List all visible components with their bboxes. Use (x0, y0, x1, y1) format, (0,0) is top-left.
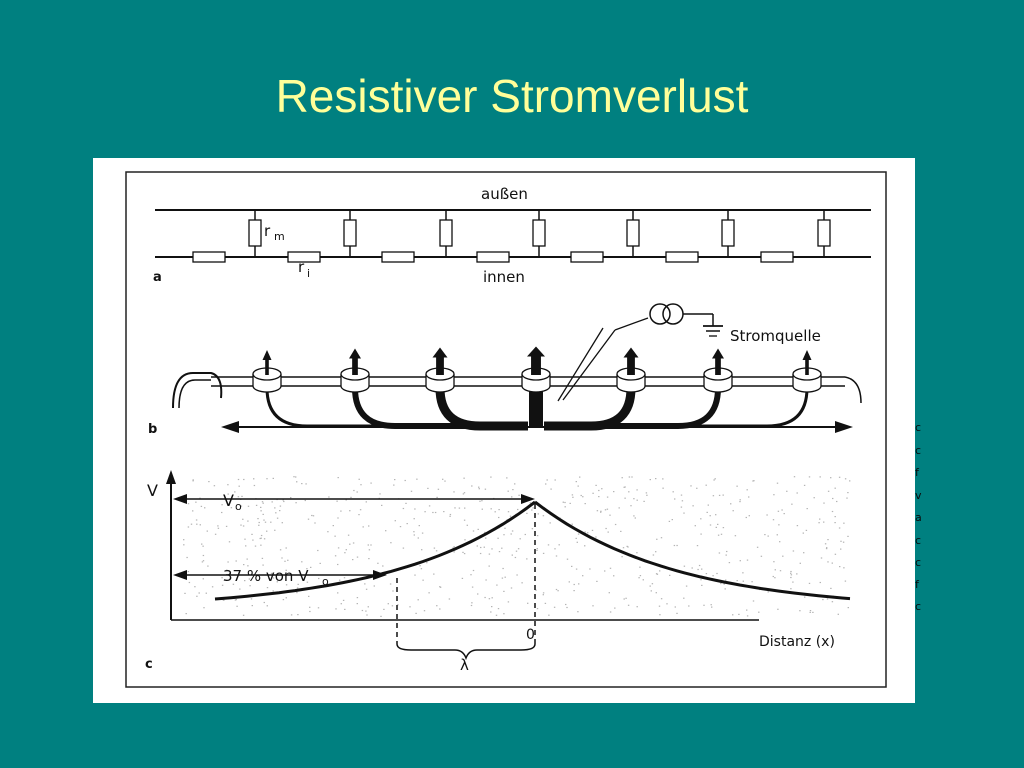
edge-letter: c (915, 444, 922, 457)
membrane-resistor (817, 219, 831, 247)
membrane-resistors (248, 210, 831, 257)
outward-current-arrow (802, 350, 812, 360)
membrane-resistor (343, 219, 357, 247)
panel-c-graph (166, 470, 851, 661)
internal-resistor (381, 251, 415, 263)
internal-resistor (476, 251, 510, 263)
membrane-resistor (532, 219, 546, 247)
panel-a-circuit (155, 209, 871, 263)
ri-subscript: i (307, 267, 310, 280)
v-axis-label: V (147, 481, 158, 500)
edge-letter: v (915, 489, 922, 502)
membrane-resistor (439, 219, 453, 247)
internal-resistors (192, 251, 794, 263)
current-line (265, 387, 528, 428)
print-speckle (183, 476, 851, 617)
origin-label: 0 (526, 627, 535, 643)
panel-b-letter: b (148, 422, 157, 437)
cable-theory-figure: außen innen r m r i a Stromquelle b (93, 158, 915, 703)
panel-a-letter: a (153, 270, 162, 285)
outward-current-arrow (527, 346, 545, 357)
internal-resistor (570, 251, 604, 263)
internal-resistor (287, 251, 321, 263)
membrane-resistor (626, 219, 640, 247)
rm-label: r (264, 222, 271, 240)
internal-resistor (665, 251, 699, 263)
membrane-resistor (248, 219, 262, 247)
outward-current-arrow (432, 347, 448, 358)
edge-letter: c (915, 600, 922, 613)
percent-subscript: o (322, 575, 329, 588)
x-axis-label: Distanz (x) (759, 634, 835, 650)
current-line (544, 387, 809, 428)
figure-frame (125, 171, 887, 688)
slide-title: Resistiver Stromverlust (275, 70, 749, 122)
outer-label: außen (481, 185, 528, 203)
ri-label: r (298, 258, 305, 276)
membrane-resistor (721, 219, 735, 247)
decay-curve-right (534, 500, 851, 601)
outward-current-arrow (349, 348, 361, 359)
internal-resistor (192, 251, 226, 263)
v0-subscript: o (235, 500, 242, 513)
rm-subscript: m (274, 230, 285, 243)
panel-b-axon (172, 303, 862, 433)
edge-letter: f (915, 466, 919, 479)
inner-label: innen (483, 268, 525, 286)
edge-letter: c (915, 421, 922, 434)
source-label: Stromquelle (730, 327, 821, 345)
edge-letter: c (915, 534, 922, 547)
lambda-label: λ (460, 656, 469, 674)
v0-label: V (223, 491, 234, 510)
edge-letter: f (915, 578, 919, 591)
edge-letter: c (915, 556, 922, 569)
decay-curve-left (214, 500, 536, 601)
figure-svg: außen innen r m r i a Stromquelle b (125, 171, 887, 688)
current-line (352, 387, 528, 429)
outward-current-arrow (623, 347, 639, 358)
outward-current-arrow (262, 350, 272, 360)
current-line (435, 387, 528, 431)
panel-c-letter: c (145, 657, 153, 672)
outward-current-arrow (712, 348, 724, 359)
internal-resistor (760, 251, 794, 263)
current-line (544, 387, 636, 431)
axon-nodes (252, 346, 822, 393)
percent-label: 37 % von V (223, 567, 309, 585)
edge-letter: a (915, 511, 922, 524)
